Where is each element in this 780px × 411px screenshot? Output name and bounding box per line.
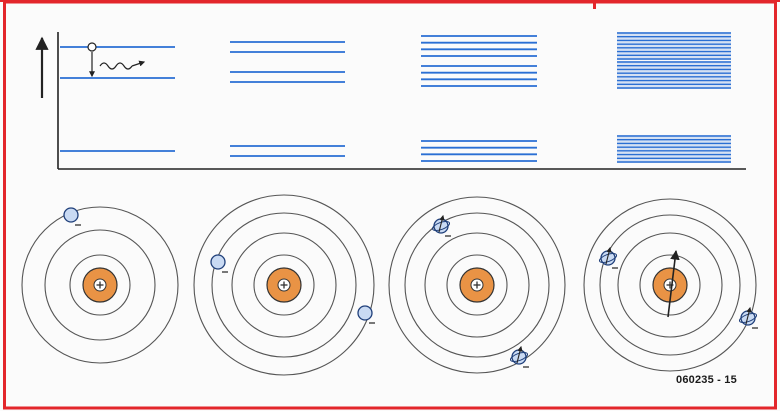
energy-band-fill [617, 32, 731, 60]
electron [598, 248, 618, 268]
nucleus [653, 251, 687, 317]
energy-level-panel-4-level-3 [617, 135, 731, 163]
atom-model-2 [194, 195, 375, 375]
energy-band-fill [617, 61, 731, 89]
nucleus [267, 268, 301, 302]
electron-body [211, 255, 225, 269]
energy-level-panel-4-level-1 [617, 32, 731, 60]
energy-level-panel-2-level-2 [230, 72, 345, 82]
electron-transition [88, 43, 144, 76]
energy-level-panel-3-level-3 [421, 141, 537, 161]
photon-arrow-head [132, 62, 144, 66]
electron-body [64, 208, 78, 222]
atom-model-1 [22, 207, 178, 363]
nucleus [460, 268, 494, 302]
atom-model-4 [584, 199, 758, 371]
atom-models [22, 195, 758, 375]
energy-band-fill [617, 135, 731, 163]
nucleus [83, 268, 117, 302]
electron [509, 347, 529, 367]
figure-id-label: 060235 - 15 [676, 374, 756, 386]
electron [738, 308, 758, 328]
transition-electron [88, 43, 96, 51]
electron-body [358, 306, 372, 320]
photon-wavy-arrow [100, 63, 132, 69]
energy-level-panel-4-level-2 [617, 61, 731, 89]
energy-level-panel-2-level-3 [230, 146, 345, 156]
energy-levels [60, 32, 731, 163]
energy-level-panel-3-level-1 [421, 36, 537, 56]
energy-level-panel-3-level-2 [421, 66, 537, 86]
atom-model-3 [389, 197, 565, 373]
electron [358, 306, 375, 323]
energy-level-panel-2-level-1 [230, 42, 345, 52]
